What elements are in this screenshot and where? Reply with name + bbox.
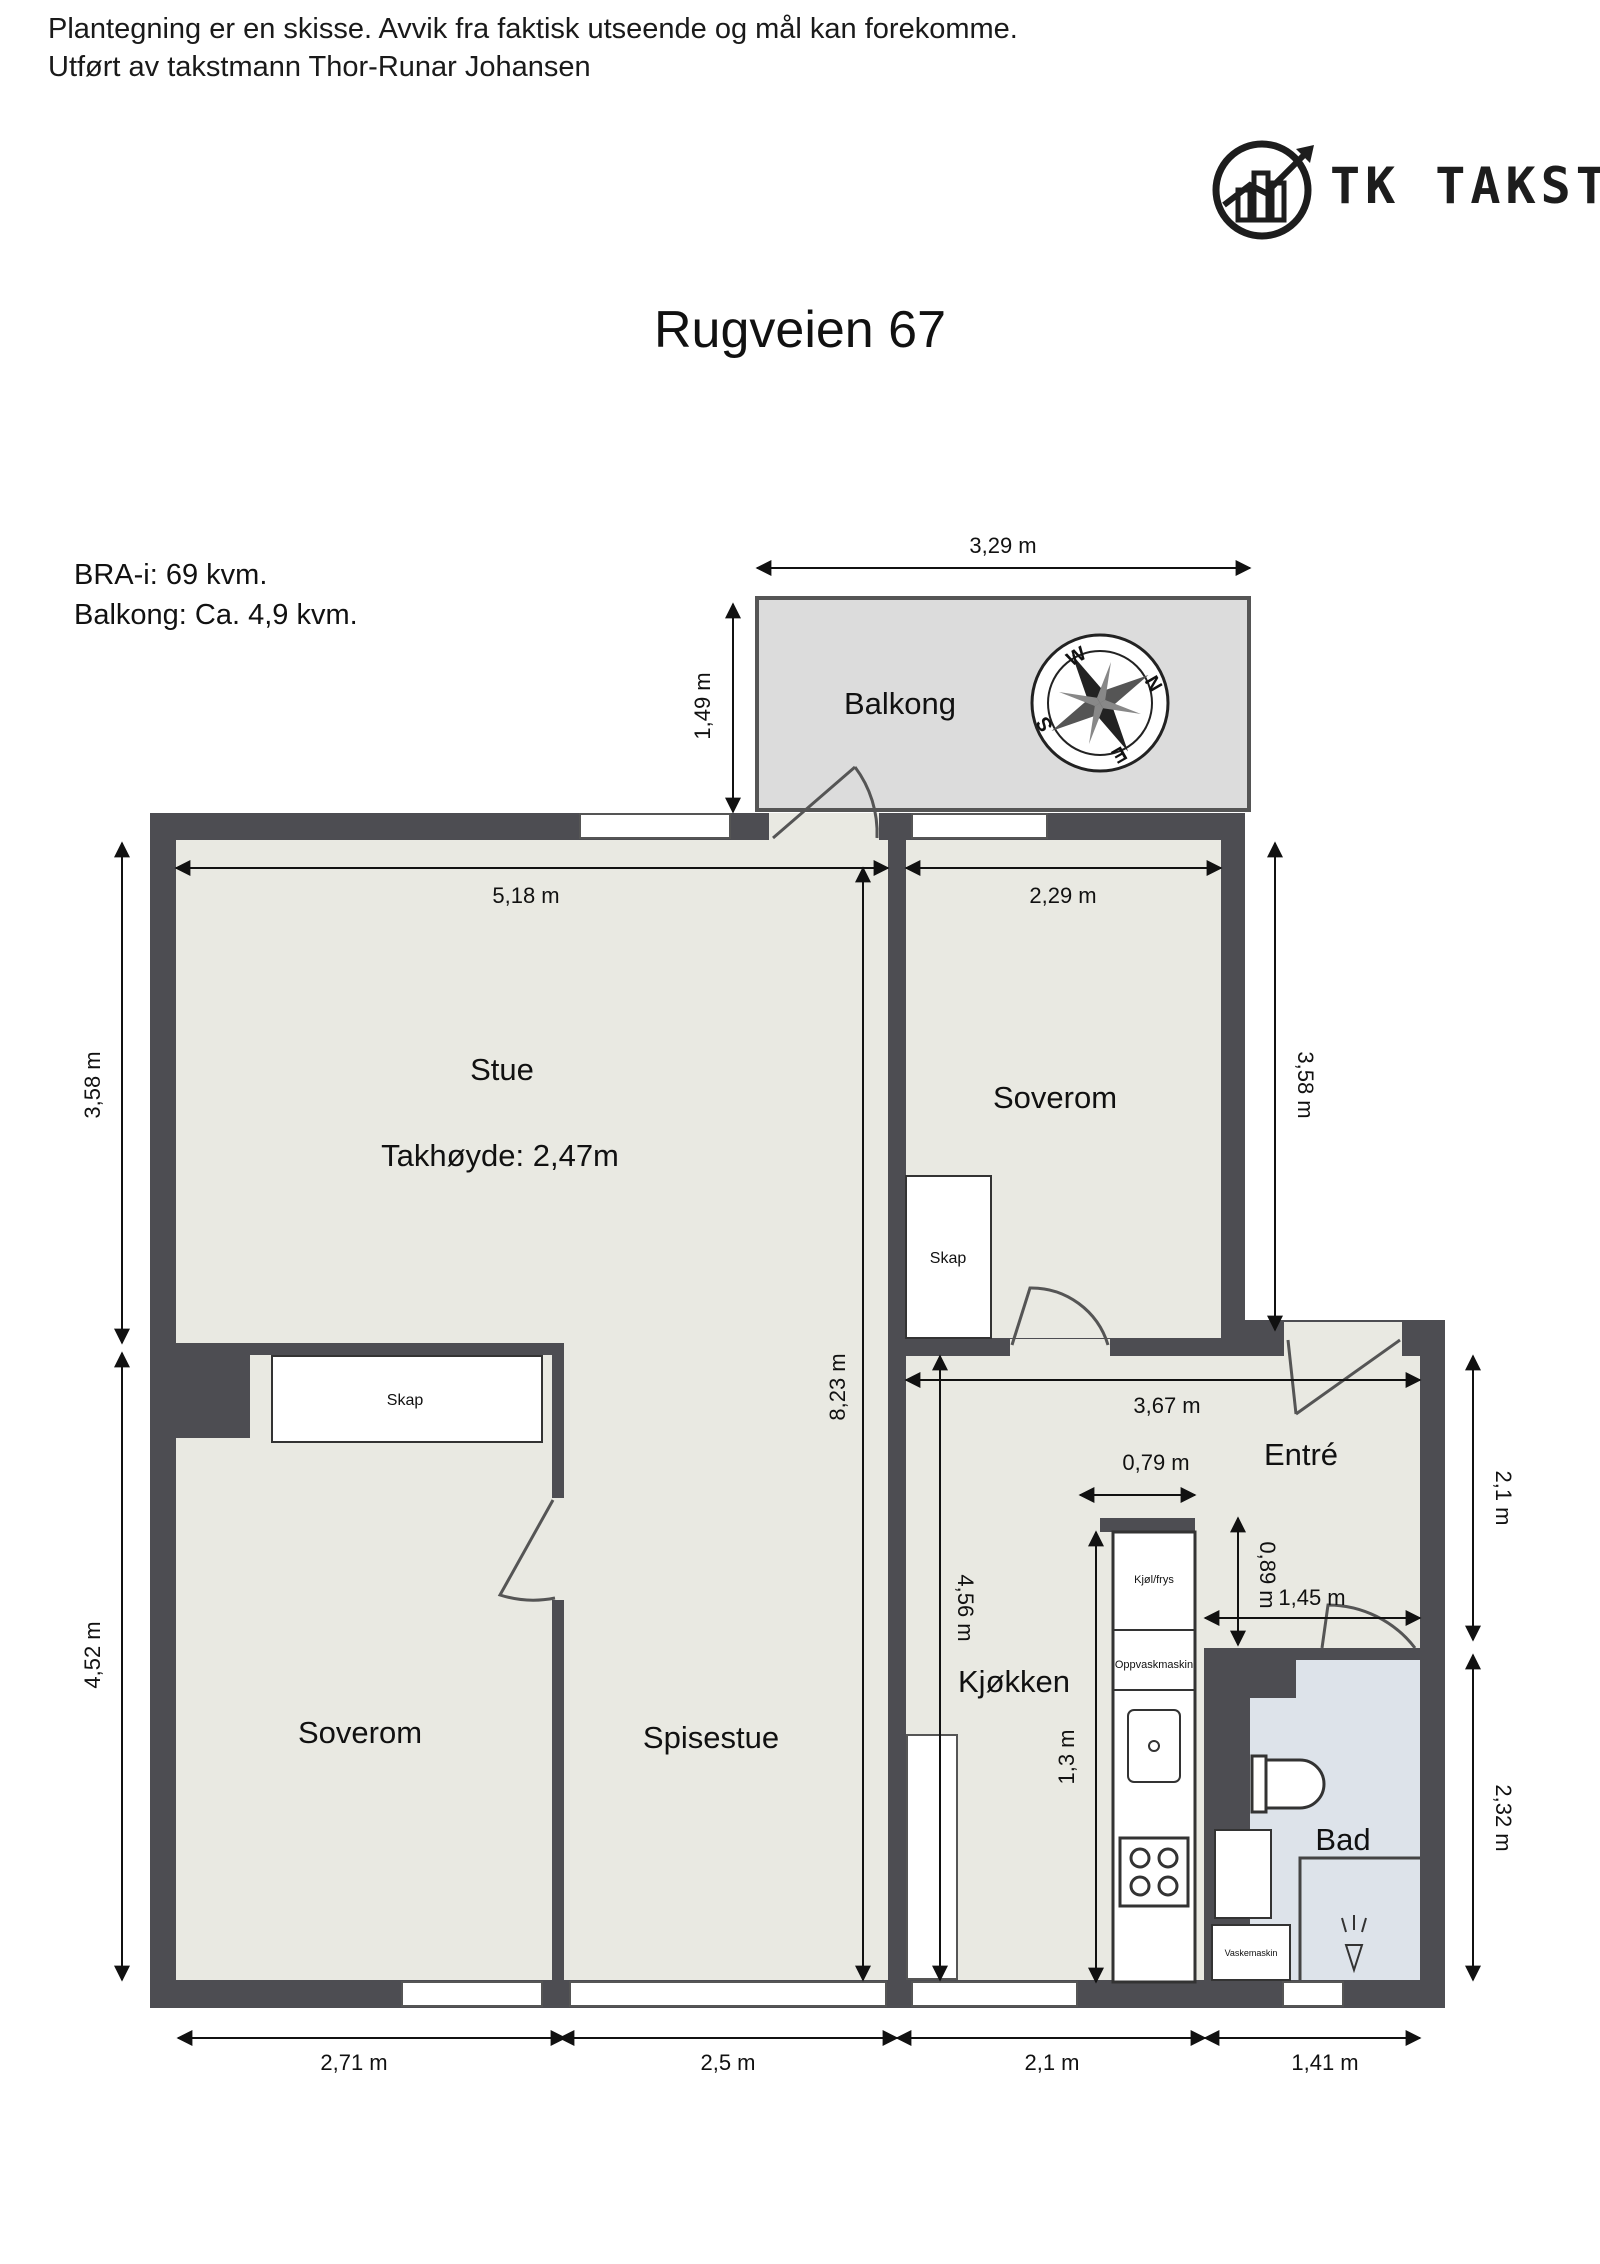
room-label-balcony: Balkong: [844, 686, 956, 721]
stove-icon: [1118, 1836, 1190, 1908]
room-label-living: Stue: [470, 1052, 534, 1087]
washing-machine: [1211, 1924, 1291, 1981]
room-label-kitchen: Kjøkken: [958, 1664, 1070, 1699]
room-label-bedroom-left: Soverom: [298, 1715, 422, 1750]
wall-counter-top: [1100, 1518, 1195, 1532]
dim-balcony-width: 3,29 m: [969, 533, 1036, 558]
shower-head-icon: [1341, 1915, 1367, 1974]
dim-entry-width: 3,67 m: [1133, 1393, 1200, 1418]
wall-bedroom-top: [250, 1343, 564, 1355]
bra-area: BRA-i: 69 kvm.: [74, 559, 268, 591]
wall-bath-top: [1204, 1648, 1284, 1698]
dim-living-width: 5,18 m: [492, 883, 559, 908]
dim-counter-gap: 0,89 m: [1255, 1541, 1280, 1608]
dim-bedroom-right-width: 2,29 m: [1029, 883, 1096, 908]
kitchen-wall-panel: [906, 1734, 958, 1980]
area-summary: BRA-i: 69 kvm. Balkong: Ca. 4,9 kvm.: [74, 555, 358, 635]
ceiling-height-label: Takhøyde: 2,47m: [381, 1138, 619, 1173]
disclaimer-line-1: Plantegning er en skisse. Avvik fra fakt…: [48, 13, 1018, 45]
wall-bedroom-dining-lower: [552, 1600, 564, 1980]
dim-bath-width: 1,45 m: [1278, 1585, 1345, 1610]
fridge-label: Kjøl/frys: [1134, 1574, 1174, 1586]
room-label-bedroom-right: Soverom: [993, 1080, 1117, 1115]
windows: [401, 813, 1344, 2007]
compass-icon: [1030, 633, 1170, 773]
dim-left-lower: 4,52 m: [80, 1621, 105, 1688]
disclaimer: Plantegning er en skisse. Avvik fra fakt…: [48, 10, 1018, 86]
dim-kitchen-depth: 4,56 m: [953, 1574, 978, 1641]
building-growth-logo-icon: [1212, 140, 1314, 240]
room-label-bath: Bad: [1315, 1822, 1370, 1857]
dim-right-upper: 3,58 m: [1293, 1051, 1318, 1118]
balcony-area: Balkong: Ca. 4,9 kvm.: [74, 599, 358, 631]
room-label-dining: Spisestue: [643, 1720, 779, 1755]
dim-bottom-2: 2,5 m: [700, 2050, 755, 2075]
disclaimer-line-2: Utført av takstmann Thor-Runar Johansen: [48, 51, 591, 83]
dim-dining-depth: 8,23 m: [825, 1353, 850, 1420]
washer-label: Vaskemaskin: [1225, 1948, 1278, 1958]
dim-bottom-1: 2,71 m: [320, 2050, 387, 2075]
closet-living-label: Skap: [387, 1392, 424, 1409]
dimension-lines: [114, 560, 1481, 2046]
sink-icon: [1127, 1709, 1181, 1783]
wall-right-upper: [1221, 840, 1245, 1338]
wall-bath-top-right: [1295, 1648, 1420, 1660]
bath-sink-icon: [1214, 1829, 1272, 1919]
closet-bedroom-label: Skap: [930, 1250, 967, 1267]
wall-bedroom-dining: [552, 1343, 564, 1498]
dim-counter-length: 1,3 m: [1054, 1729, 1079, 1784]
page-title: Rugveien 67: [654, 301, 946, 359]
wall-bath-divider: [1284, 1648, 1296, 1698]
closet-bedroom: [905, 1175, 992, 1339]
dim-left-upper: 3,58 m: [80, 1051, 105, 1118]
dim-balcony-depth: 1,49 m: [690, 672, 715, 739]
dishwasher-label: Oppvaskmaskin: [1115, 1659, 1193, 1671]
shower-line: [1298, 1856, 1420, 1980]
toilet-icon: [1250, 1754, 1326, 1814]
dim-right-bath: 2,32 m: [1491, 1784, 1516, 1851]
logo-text: TK TAKST: [1330, 157, 1600, 215]
doors: [497, 765, 1417, 1649]
wall-center: [888, 840, 906, 1980]
room-label-entry: Entré: [1264, 1437, 1338, 1472]
closet-living: [271, 1355, 543, 1443]
dim-bottom-3: 2,1 m: [1024, 2050, 1079, 2075]
dim-counter-width: 0,79 m: [1122, 1450, 1189, 1475]
company-logo: TK TAKST: [1210, 135, 1600, 245]
dim-right-entry: 2,1 m: [1491, 1470, 1516, 1525]
balcony-floor: [755, 596, 1251, 812]
wall-left-bedroom-pillar: [150, 1343, 250, 1438]
dim-bottom-4: 1,41 m: [1291, 2050, 1358, 2075]
